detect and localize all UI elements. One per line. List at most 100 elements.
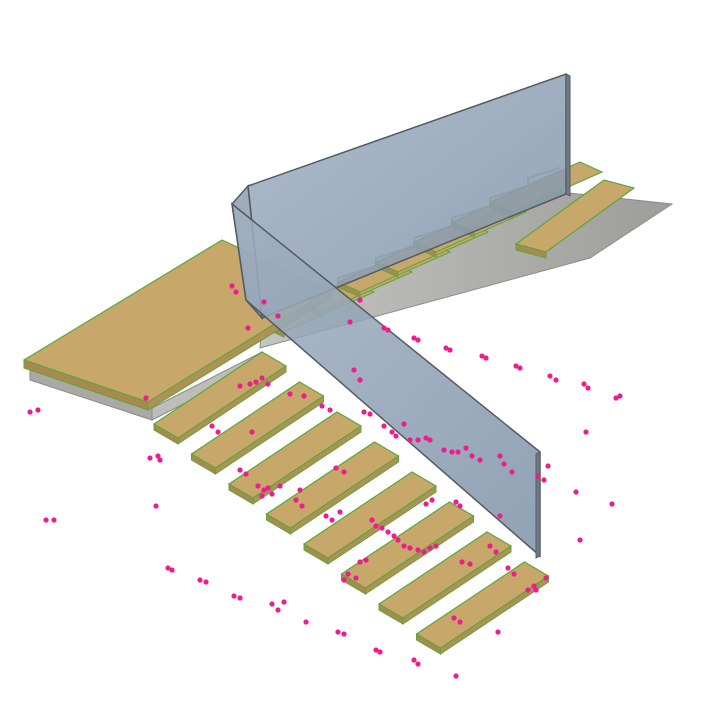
marker-point — [457, 619, 463, 625]
marker-point — [357, 559, 363, 565]
marker-point — [203, 579, 209, 585]
glass-balustrade[interactable] — [230, 72, 571, 559]
marker-point — [247, 381, 253, 387]
marker-point — [155, 453, 161, 459]
tread-top — [190, 381, 325, 469]
marker-point — [509, 469, 515, 475]
marker-point — [287, 391, 293, 397]
marker-point — [209, 423, 215, 429]
marker-point — [261, 299, 267, 305]
marker-point — [337, 509, 343, 515]
marker-point — [541, 477, 547, 483]
marker-point — [511, 571, 517, 577]
marker-point — [495, 629, 501, 635]
marker-point — [357, 297, 363, 303]
marker-point — [243, 471, 249, 477]
marker-point — [533, 587, 539, 593]
marker-point — [259, 375, 265, 381]
marker-point — [153, 503, 159, 509]
marker-point — [237, 383, 243, 389]
marker-point — [449, 449, 455, 455]
tread-top — [415, 561, 550, 649]
marker-point — [329, 517, 335, 523]
marker-point — [245, 325, 251, 331]
marker-point — [35, 407, 41, 413]
marker-point — [547, 373, 553, 379]
upper-top-tread-edge — [515, 243, 547, 259]
marker-point — [237, 595, 243, 601]
marker-point — [381, 325, 387, 331]
marker-point — [501, 461, 507, 467]
marker-point — [51, 517, 57, 523]
marker-point — [377, 649, 383, 655]
marker-point — [353, 575, 359, 581]
marker-point — [455, 449, 461, 455]
marker-point — [379, 525, 385, 531]
marker-point — [327, 407, 333, 413]
marker-point — [453, 499, 459, 505]
tread-top — [227, 411, 363, 499]
marker-point — [351, 367, 357, 373]
marker-point — [233, 289, 239, 295]
marker-point — [497, 513, 503, 519]
marker-point — [391, 533, 397, 539]
marker-point — [301, 393, 307, 399]
marker-point — [215, 429, 221, 435]
tread-top — [377, 531, 513, 619]
marker-point — [281, 599, 287, 605]
marker-point — [443, 345, 449, 351]
marker-point — [293, 497, 299, 503]
marker-point — [423, 435, 429, 441]
marker-point — [255, 483, 261, 489]
marker-point — [319, 403, 325, 409]
marker-point — [553, 377, 559, 383]
marker-point — [345, 571, 351, 577]
marker-point — [493, 549, 499, 555]
marker-point — [613, 395, 619, 401]
marker-point — [581, 381, 587, 387]
marker-point — [27, 409, 33, 415]
marker-point — [341, 577, 347, 583]
marker-point — [385, 327, 391, 333]
marker-point — [427, 545, 433, 551]
marker-point — [415, 547, 421, 553]
marker-point — [249, 429, 255, 435]
marker-point — [407, 437, 413, 443]
marker-point — [505, 565, 511, 571]
marker-point — [467, 561, 473, 567]
marker-point — [363, 557, 369, 563]
marker-point — [169, 567, 175, 573]
marker-point — [165, 565, 171, 571]
marker-points — [27, 283, 623, 679]
marker-point — [297, 487, 303, 493]
marker-point — [609, 501, 615, 507]
marker-point — [143, 395, 149, 401]
marker-point — [347, 319, 353, 325]
marker-point — [265, 381, 271, 387]
marker-point — [157, 457, 163, 463]
marker-point — [453, 673, 459, 679]
marker-point — [463, 445, 469, 451]
marker-point — [457, 503, 463, 509]
marker-point — [367, 411, 373, 417]
marker-point — [585, 385, 591, 391]
marker-point — [259, 493, 265, 499]
marker-point — [341, 469, 347, 475]
marker-point — [545, 463, 551, 469]
marker-point — [385, 529, 391, 535]
marker-point — [451, 615, 457, 621]
marker-point — [389, 429, 395, 435]
tread-top — [340, 501, 475, 589]
marker-point — [341, 631, 347, 637]
marker-point — [531, 583, 537, 589]
marker-point — [487, 543, 493, 549]
tread-top — [302, 471, 438, 559]
marker-point — [333, 465, 339, 471]
marker-point — [497, 453, 503, 459]
marker-point — [395, 537, 401, 543]
marker-point — [415, 661, 421, 667]
marker-point — [617, 393, 623, 399]
marker-point — [447, 347, 453, 353]
